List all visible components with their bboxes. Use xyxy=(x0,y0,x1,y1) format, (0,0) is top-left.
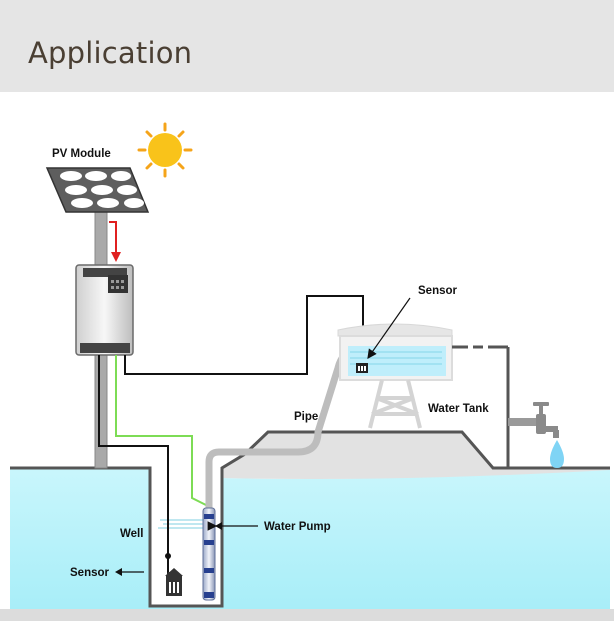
solar-pump-diagram: PV Module xyxy=(0,122,614,621)
pump-controller-icon xyxy=(75,264,134,356)
outlet-pipe xyxy=(452,345,510,468)
well-sensor-label: Sensor xyxy=(70,567,110,579)
faucet-icon xyxy=(508,402,559,438)
water-tank-label: Water Tank xyxy=(428,403,489,415)
water-pump-label: Water Pump xyxy=(264,521,331,533)
sun-icon xyxy=(137,122,193,178)
ground-outline xyxy=(10,430,610,608)
bottom-strip xyxy=(0,609,614,621)
header-bar: Application xyxy=(0,0,614,92)
solar-panel-icon xyxy=(45,167,150,213)
tank-sensor-pointer xyxy=(367,297,411,359)
well-label: Well xyxy=(120,528,143,540)
tank-sensor-wire xyxy=(124,295,364,375)
pipe-label: Pipe xyxy=(294,411,318,423)
page-title: Application xyxy=(28,36,193,70)
water-drop-icon xyxy=(550,440,564,468)
submersible-pump-icon xyxy=(202,507,216,601)
pump-power-wire xyxy=(115,355,209,507)
pv-module-label: PV Module xyxy=(52,148,111,160)
level-sensor-icon xyxy=(356,363,368,373)
well-sensor-wire xyxy=(98,355,169,580)
tank-sensor-label: Sensor xyxy=(418,285,458,297)
power-flow-arrow xyxy=(109,221,121,262)
well-level-sensor-icon xyxy=(165,568,183,596)
water-body xyxy=(10,468,610,610)
well-sensor-pointer xyxy=(115,568,144,576)
pump-pointer-head xyxy=(215,522,222,530)
